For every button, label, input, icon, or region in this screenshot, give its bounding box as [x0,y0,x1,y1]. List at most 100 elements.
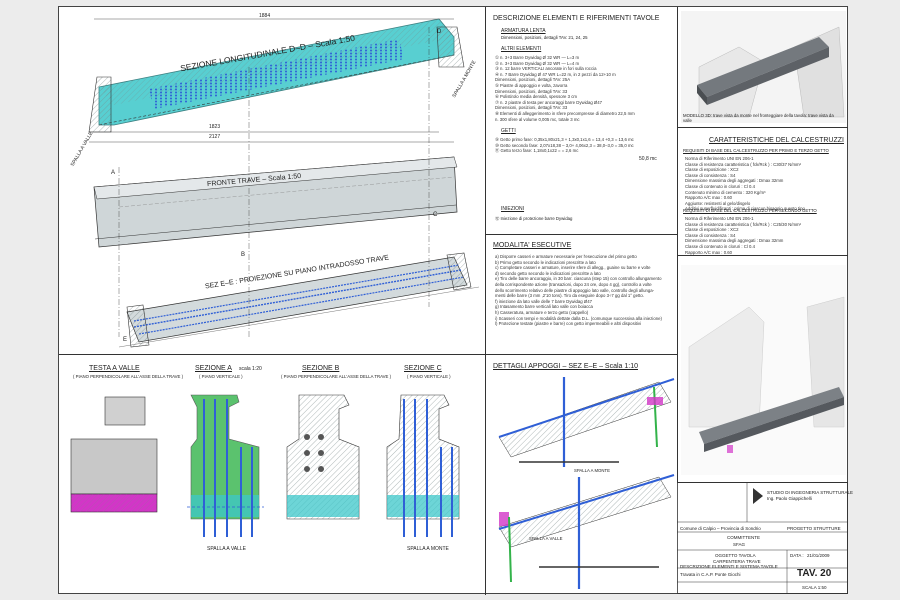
altri-item: Dimensioni, posizioni, dettagli TAV. 25A [495,77,571,83]
divider-right-vertical [677,7,678,482]
cls-item: Classe di resistenza caratteristica ( fc… [685,221,802,227]
modalita-item: d) secondo getto secondo le indicazioni … [495,270,601,276]
modalita-item: f) iniezione da lato valle delle 7 barre… [495,298,592,304]
section-c-spalla: SPALLA A MONTE [407,546,449,552]
getti-title: GETTI [501,128,516,134]
tb-oggetto2: DESCRIZIONE ELEMENTI E SISTEMA TAVOLE [680,564,778,569]
title-block: STUDIO DI INGEGNERIA STRUTTURALE Ing. Pa… [677,482,853,594]
dettagli-drawing [498,377,675,589]
arm-text: Dimensioni, posizioni, dettagli TAV. 21,… [501,35,588,40]
tb-data: 21/01/2009 [807,553,830,558]
long-section-spheres [149,39,404,109]
iniezioni-text: ⑫ Iniezione di protezione barre Dywidag [495,216,573,221]
modalita-item: b) Primo getto secondo le indicazioni pr… [495,259,596,265]
altri-item: ⑤ Piastre di appoggio e volta, zavorra [495,82,568,88]
modalita-item: c) Completare casseri e armature, inseri… [495,265,651,271]
tb-data-label: DATA : [790,553,804,558]
iniezioni-title: INIEZIONI [501,206,525,212]
cross-sections [70,394,460,537]
dim-bot: 2127 [209,134,221,140]
cls-item: Rapporto A/C max : 0.60 [685,249,733,255]
mark-d: D [437,29,442,35]
mark-a: A [111,170,116,176]
cls-b1-list: Norma di Riferimento UNI EN 206-1 Classe… [685,156,805,212]
getti-item: ⑩ Getto secondo fase: 2,07x18,38 – 3,0+ … [495,142,634,148]
dettagli-spalla-valle: SPALLA A VALLE [529,536,563,541]
section-a-subtitle: ( PIANO VERTICALE ) [199,374,243,379]
modalita-item: menti delle barre (3 mm ,2'10 tons). Tir… [495,293,644,299]
tb-studio2: Ing. Paolo Giappichelli [767,496,812,501]
cls-item: Aggiunte: resistenti al gelo/disgelo [685,200,751,206]
tb-scala: SCALA 1:50 [802,585,827,590]
divider-render-cls [677,127,848,128]
altri-title: ALTRI ELEMENTI [501,46,542,52]
altri-list: ① n. 3+3 Barre Dywidag Ø 32 WR — L=3 m ②… [495,55,635,122]
cls-item: Norma di Riferimento UNI EN 206-1 [685,156,754,161]
altri-item: Dimensioni, posizioni, dettagli TAV. 33 [495,105,568,111]
getti-total: 50,8 mc [639,156,657,162]
altri-item: ① n. 3+3 Barre Dywidag Ø 32 WR — L=3 m [495,55,580,60]
cls-item: Classe di consistenza : S4 [685,232,736,238]
render-caption: MODELLO 3D: trave vista da monte nel fro… [683,113,834,123]
altri-item: ④ n. 7 Barre Dywidag Ø 47 WR L=22 m, in … [495,71,616,77]
cls-item: Classe di resistenza caratteristica ( fc… [685,161,802,167]
divider-sections-dettagli [485,354,486,595]
mark-e: E [123,337,128,343]
front-beam-top [93,156,458,200]
drawing-sheet: SEZIONE LONGITUDINALE D–D – Scala 1:50 F… [58,6,853,595]
tb-comune: Comune di Calpio – Provincia di Sondrio [680,526,761,531]
mark-c: C [433,212,438,218]
divider-main-horizontal [59,354,677,355]
testa-title: TESTA A VALLE [89,365,140,372]
section-b-subtitle: ( PIANO PERPENDICOLARE ALL'ASSE DELLA TR… [281,374,392,379]
modalita-item: dello scorrimento relativo delle piastre… [495,287,655,293]
modalita-item: g) Intasamento barre verticali lato vall… [495,304,593,310]
tb-oggetto-label: OGGETTO TAVOLA [715,553,756,558]
render-views [681,11,846,475]
tb-oggetto1: CARPENTERIA TRAVE [713,559,761,564]
modalita-item: e) Tiro delle barre ancoraggio, in 30 ba… [495,276,662,282]
modalita-item: i) Scasseri con tempi e modalità dettate… [495,315,662,321]
dettagli-spalla-monte: SPALLA A MONTE [574,468,610,473]
getti-item: ⑨ Getto primo fase: 0,35x1,80x21,3 + 1,3… [495,137,634,142]
altri-item: ② n. 3+3 Barre Dywidag Ø 32 WR — L=4 m [495,60,580,66]
modalita-item: h) Casseratura, armature e terzo getto (… [495,309,589,315]
tb-committente-label: COMMITTENTE [727,535,760,540]
cls-title: CARATTERISTICHE DEL CALCESTRUZZI [709,137,844,144]
arm-title: ARMATURA LENTA [501,28,546,34]
getti-list: ⑨ Getto primo fase: 0,35x1,80x21,3 + 1,3… [495,137,634,154]
modalita-list: a) Disporre casseri e armature necessari… [495,254,662,327]
cls-b1-title: REQUISITI DI BASE DEL CALCESTRUZZO PER P… [683,148,829,153]
cls-b2-title: REQUISITI DI BASE DEL CALCESTRUZZO PER S… [683,208,817,213]
section-b-title: SEZIONE B [302,365,340,372]
modalita-item: l) Protezione testate (piastre e barre) … [495,321,641,327]
cls-item: Classe di contenuto in cloruri : Cl 0.4 [685,183,755,189]
cls-item: Additivi superfluidificanti : prima di c… [685,206,805,212]
beam-drawings [88,18,480,348]
tb-committente: SFAG [733,542,746,547]
abutment-valle-top [88,76,112,133]
section-a-title: SEZIONE A [195,365,232,372]
modalita-title: MODALITA' ESECUTIVE [493,242,572,249]
divider-left-vertical [485,7,486,595]
altri-item: ③ n. 12 barre VERTICALI ancorate in fori… [495,66,597,72]
cls-item: Dimensione massima degli aggregati : Dma… [685,178,784,184]
mark-b: B [241,252,246,258]
altri-item: ⑥ Polistirolo media densità, spessore 3 … [495,94,577,100]
descr-title: DESCRIZIONE ELEMENTI E RIFERIMENTI TAVOL… [493,15,660,22]
cls-b2-list: Norma di Riferimento UNI EN 206-1 Classe… [685,216,801,255]
section-c-title: SEZIONE C [404,365,442,372]
cls-item: Dimensione massima degli aggregati : Dma… [685,238,784,244]
tb-progetto: PROGETTO STRUTTURE [787,526,841,531]
divider-cls-render [677,255,848,256]
modalita-item: della corrispondente azione (transazioni… [495,281,652,287]
dettagli-title: DETTAGLI APPOGGI – SEZ E–E – Scala 1:10 [493,363,638,370]
cls-item: Contenuto minimo di cemento : 320 Kg/m³ [685,189,766,195]
divider-descr-modalita [485,234,677,235]
tb-tav: TAV. 20 [797,568,832,579]
cls-item: Classe di esposizione : XC2 [685,167,739,173]
cls-item: Norma di Riferimento UNI EN 206-1 [685,216,754,221]
cls-item: Classe di contenuto in cloruri : Cl 0.4 [685,243,755,249]
tb-studio: STUDIO DI INGEGNERIA STRUTTURALE [767,490,854,495]
altri-item: n. 300 sfere al volume 0,005 mc, totale … [495,116,580,122]
